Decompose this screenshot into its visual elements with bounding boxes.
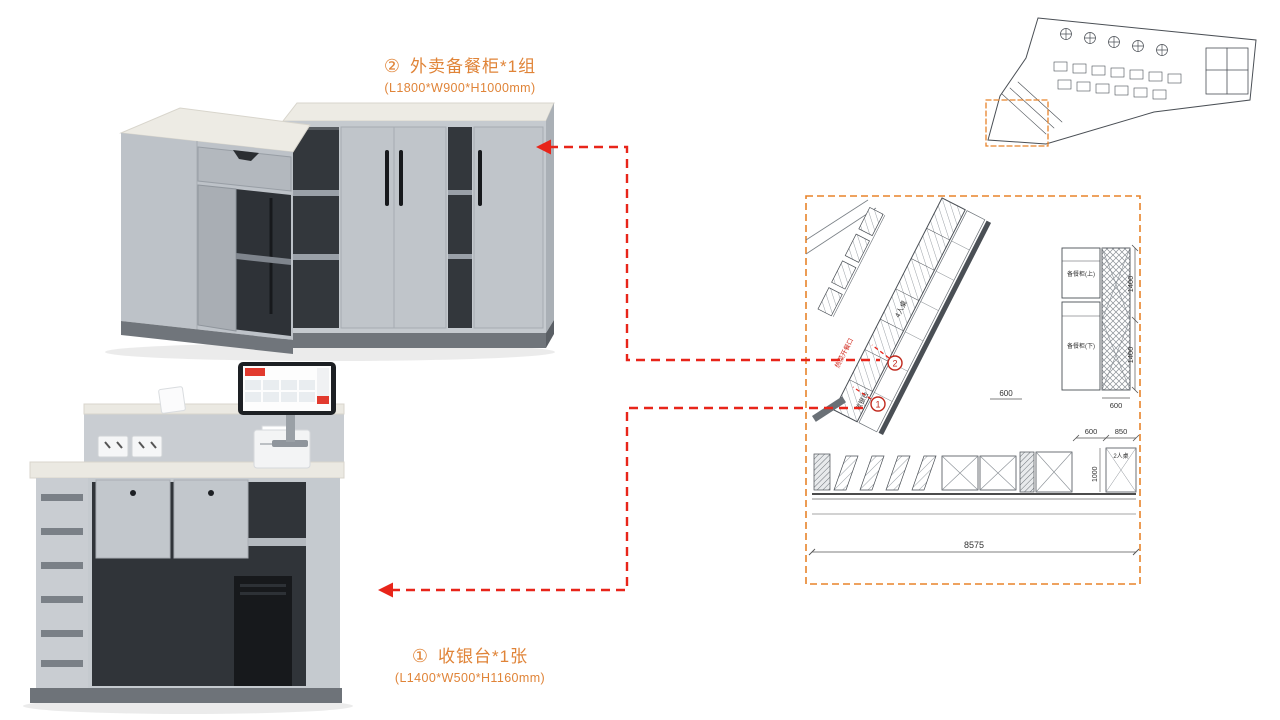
booth-rows — [1053, 61, 1182, 100]
connector-arrows — [378, 139, 880, 598]
cabinet-callout-title: 外卖备餐柜*1组 — [410, 57, 537, 76]
overview-floorplan — [985, 17, 1257, 147]
plan-marker-2: 2 — [887, 355, 903, 371]
pos-terminal — [238, 362, 336, 447]
overview-highlight-box — [985, 99, 1049, 147]
cashier-callout-title: 收银台*1张 — [438, 647, 529, 666]
dim-600-bottom: 600 — [1085, 427, 1098, 436]
arrowhead-left-icon — [536, 139, 551, 155]
dim-8575: 8575 — [964, 540, 984, 550]
connector-cabinet — [549, 145, 880, 362]
door-handle-icon — [399, 150, 403, 206]
cashier-callout: ① 收银台*1张 (L1400*W500*H1160mm) — [340, 642, 600, 685]
cabinet-open-door — [197, 184, 237, 332]
cabinet-open-shelves-right — [448, 127, 472, 328]
cashier-callout-number: ① — [411, 646, 430, 666]
pc-tower — [234, 576, 292, 686]
dim-1400-bottom: 1400 — [1126, 347, 1135, 364]
cabinet-base — [283, 333, 546, 348]
plan-label-cab-up: 备餐柜(上) — [1067, 270, 1095, 278]
cashier-callout-size: (L1400*W500*H1160mm) — [394, 671, 546, 685]
cashier-side-frame — [36, 478, 88, 688]
cashier-base — [30, 688, 342, 703]
keyhole-icon — [130, 490, 136, 496]
dim-600-right: 600 — [1110, 401, 1123, 410]
cabinet-render — [105, 102, 555, 361]
marker-leader — [852, 386, 872, 400]
plan-marker-1: 1 — [870, 396, 886, 412]
cabinet-callout-number: ② — [383, 56, 402, 76]
round-tables — [1060, 28, 1168, 56]
power-outlets — [97, 435, 163, 458]
dim-850: 850 — [1115, 427, 1128, 436]
cabinet-doors — [340, 126, 447, 329]
plan-cabinet-elevation: 备餐柜(上) 备餐柜(下) 1400 1400 600 — [1061, 244, 1139, 410]
detail-floorplan: 4人桌 热菜开餐口 收银台 2 1 备餐柜(上) 备餐柜(下) — [805, 195, 1141, 585]
cabinet-side — [546, 103, 554, 333]
marker-leader — [871, 344, 890, 359]
plan-service-band — [833, 197, 992, 435]
cabinet-callout-size: (L1800*W900*H1000mm) — [384, 81, 536, 95]
dim-1400-top: 1400 — [1126, 276, 1135, 293]
dim-1000: 1000 — [1092, 466, 1099, 482]
cashier-drawer-panels — [95, 479, 249, 559]
dim-600-mid: 600 — [999, 389, 1013, 398]
plan-label-table2: 2人桌 — [1113, 452, 1128, 460]
connector-cashier — [391, 406, 868, 592]
drawer-handle-icon — [233, 150, 259, 161]
plan-cabinet-row — [817, 206, 886, 317]
svg-text:2: 2 — [892, 359, 897, 369]
cashier-render — [23, 362, 353, 714]
cabinet-drawer — [197, 146, 292, 192]
arrowhead-left-icon — [378, 582, 393, 598]
corridor-lines — [1001, 81, 1063, 135]
plan-label-cab-down: 备餐柜(下) — [1067, 342, 1095, 350]
svg-text:1: 1 — [875, 400, 880, 410]
cabinet-left-wing — [119, 107, 311, 354]
cabinet-right-door — [473, 126, 544, 329]
door-handle-icon — [478, 150, 482, 206]
card-stand — [158, 386, 186, 414]
cabinet-callout: ② 外卖备餐柜*1组 (L1800*W900*H1000mm) — [330, 52, 590, 95]
door-handle-icon — [385, 150, 389, 206]
plan-seating-band: 1000 2人桌 600 850 8575 — [808, 427, 1140, 556]
keyhole-icon — [208, 490, 214, 496]
cabinet-open-shelves-left — [287, 127, 339, 328]
kitchen-rooms — [1205, 47, 1249, 95]
cabinet-top — [281, 102, 555, 122]
